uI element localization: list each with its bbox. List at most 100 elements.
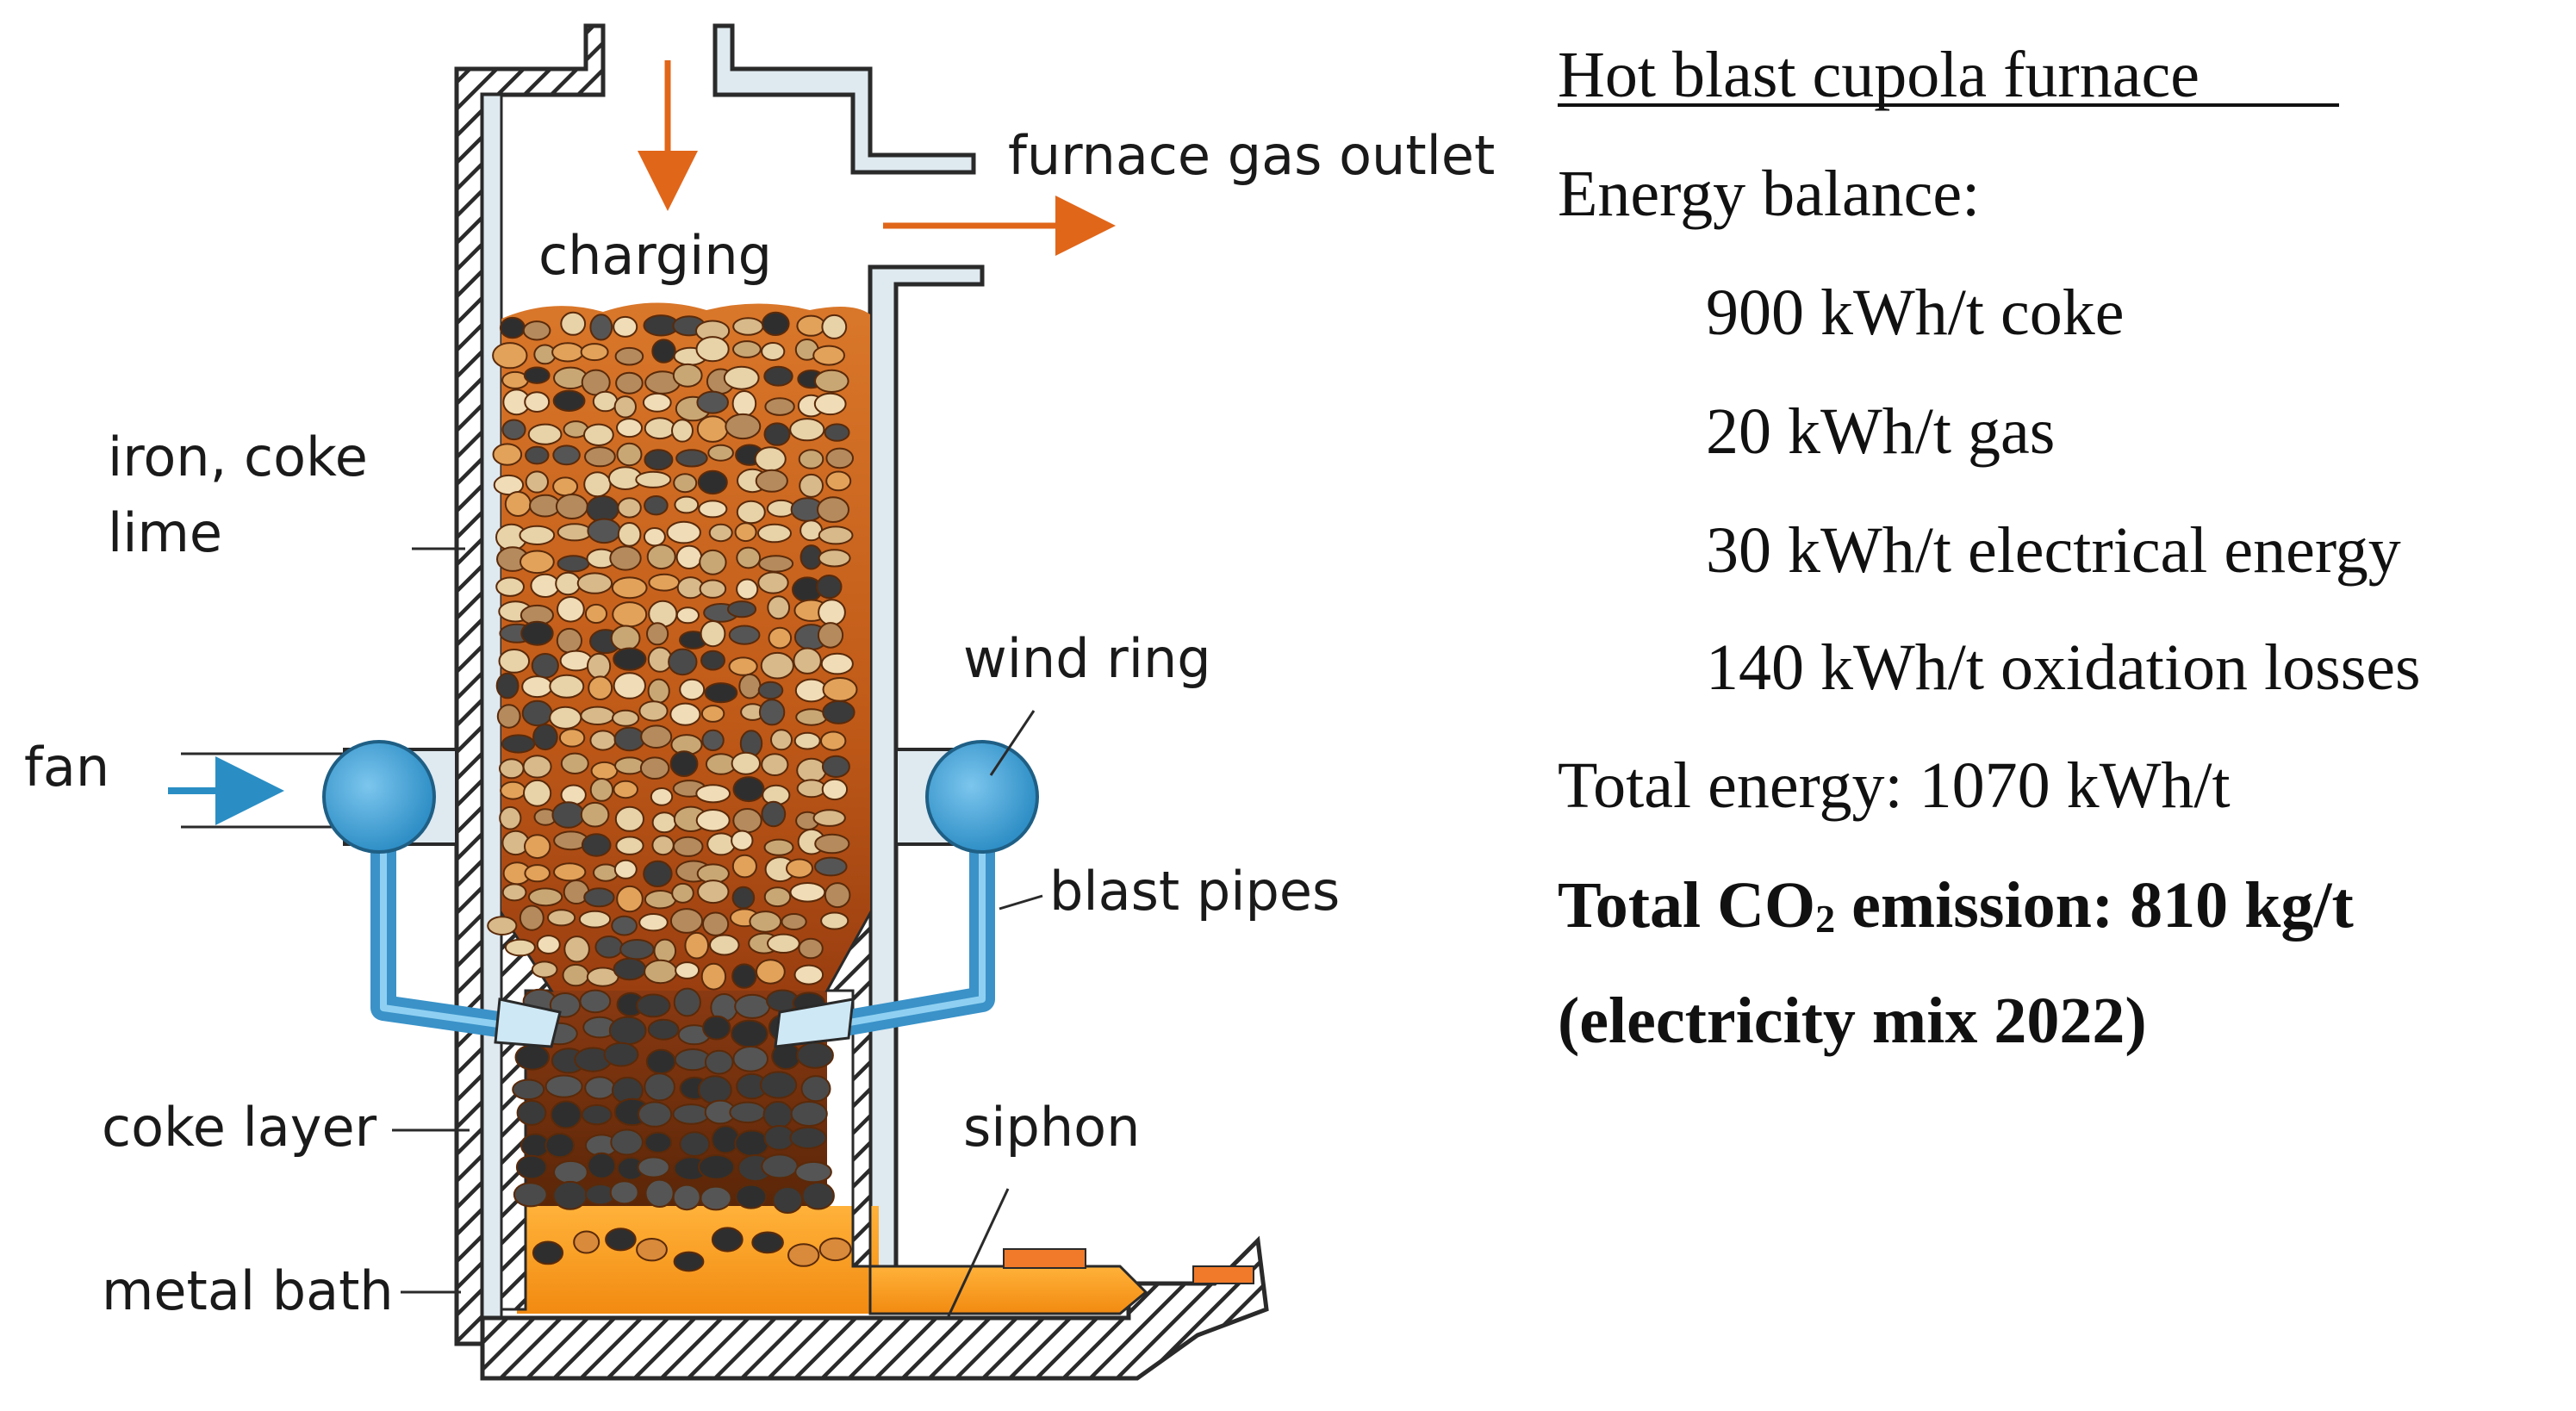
- flow-arrows: [168, 60, 1116, 825]
- stone: [825, 447, 855, 469]
- balance-item-gas: 20 kWh/t gas: [1706, 395, 2055, 468]
- stone: [732, 776, 765, 803]
- stone: [563, 935, 590, 963]
- stone: [732, 340, 762, 358]
- label-blast-pipes: blast pipes: [1049, 860, 1340, 923]
- stone: [702, 1015, 731, 1041]
- stone: [552, 1180, 588, 1210]
- stone: [824, 882, 851, 909]
- stone: [800, 1075, 831, 1103]
- stone: [613, 395, 637, 419]
- stone: [557, 523, 593, 542]
- stone: [644, 1072, 675, 1102]
- stone: [531, 653, 559, 679]
- blast-pipe-right-highlight: [809, 827, 986, 1033]
- stone: [787, 1243, 820, 1267]
- stone: [816, 575, 843, 600]
- stone: [820, 652, 854, 675]
- stone: [593, 863, 619, 882]
- stone: [699, 549, 727, 575]
- total-co2-emission: Total CO2 emission: 810 kg/t: [1558, 869, 2354, 942]
- stone: [796, 314, 826, 337]
- stone: [525, 470, 549, 494]
- stone: [524, 834, 551, 860]
- stone: [731, 390, 757, 417]
- stone: [580, 706, 615, 725]
- stone: [519, 904, 544, 931]
- balance-item-oxidation: 140 kWh/t oxidation losses: [1706, 631, 2421, 704]
- stone: [616, 442, 643, 467]
- stone: [761, 753, 789, 776]
- stone: [760, 651, 794, 680]
- stone: [672, 1103, 711, 1125]
- stone: [549, 674, 585, 699]
- stone: [700, 962, 727, 991]
- stone: [615, 371, 644, 395]
- stone: [818, 525, 854, 545]
- stone: [587, 1152, 617, 1179]
- stone: [711, 1227, 744, 1252]
- stone: [584, 1076, 616, 1100]
- stone: [613, 780, 639, 799]
- stone: [581, 833, 612, 857]
- siphon-channel: [868, 1265, 1148, 1315]
- stone: [552, 476, 579, 497]
- stone: [617, 522, 642, 547]
- stone: [798, 449, 824, 469]
- stone: [814, 369, 849, 393]
- stone: [583, 423, 614, 446]
- stone: [707, 444, 734, 462]
- stone: [614, 805, 645, 832]
- stone: [610, 625, 641, 652]
- stone: [767, 595, 791, 620]
- stone: [521, 675, 553, 699]
- stone: [767, 933, 800, 954]
- energy-balance-heading: Energy balance:: [1558, 158, 1980, 230]
- stone: [644, 1131, 673, 1153]
- stone: [735, 1184, 768, 1209]
- stone: [701, 729, 725, 752]
- stone: [637, 1156, 670, 1178]
- stone: [613, 315, 638, 338]
- stone: [555, 571, 582, 596]
- stone: [532, 724, 558, 751]
- stone: [651, 835, 675, 856]
- stone: [640, 724, 673, 749]
- stone: [793, 647, 822, 674]
- stone: [696, 390, 730, 414]
- stone: [551, 801, 585, 829]
- stone: [499, 316, 526, 339]
- stone: [590, 761, 619, 780]
- stone: [731, 830, 754, 851]
- stone: [589, 314, 613, 341]
- stone: [781, 913, 807, 930]
- stone: [635, 470, 672, 488]
- stone: [613, 726, 646, 752]
- stone: [697, 880, 730, 904]
- wind-ring-left: [322, 740, 436, 854]
- stone: [605, 1228, 637, 1252]
- stone: [669, 702, 701, 726]
- stone: [522, 755, 552, 779]
- stone: [501, 734, 536, 754]
- stone: [821, 755, 850, 779]
- info-title: Hot blast cupola furnace: [1558, 39, 2200, 111]
- stone: [672, 836, 704, 857]
- info-panel: Hot blast cupola furnace Energy balance:…: [1558, 39, 2421, 1057]
- stone: [589, 730, 617, 751]
- stone: [644, 495, 669, 516]
- label-siphon: siphon: [963, 1096, 1140, 1159]
- stone: [761, 800, 787, 828]
- stone: [553, 862, 587, 882]
- stone: [552, 444, 581, 466]
- stone: [820, 911, 849, 930]
- stone: [557, 596, 585, 623]
- stone: [638, 700, 669, 722]
- wind-ring-right: [925, 740, 1039, 854]
- stone: [619, 939, 655, 960]
- stone: [674, 495, 700, 514]
- stone: [772, 1186, 804, 1214]
- stone: [521, 699, 553, 727]
- stone: [736, 500, 766, 525]
- stone: [608, 1016, 647, 1046]
